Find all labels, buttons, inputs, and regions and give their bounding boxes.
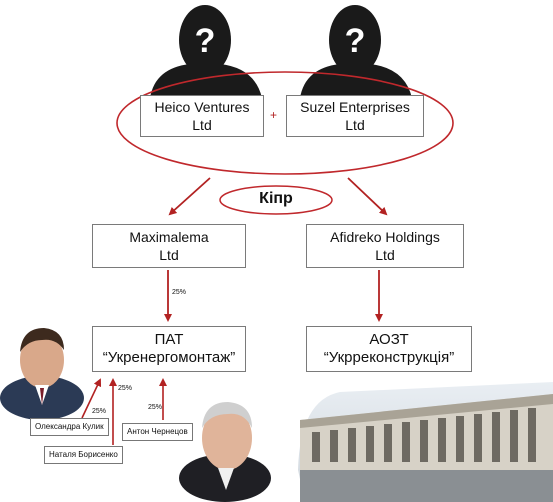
- maximalema-line1: Maximalema: [129, 229, 209, 245]
- arrow-to-maximalema: [168, 177, 211, 216]
- person-photo-right: [179, 402, 271, 502]
- heico-ventures-box: Heico Ventures Ltd: [140, 95, 264, 137]
- heico-line1: Heico Ventures: [154, 99, 250, 115]
- cyprus-ellipse: [219, 185, 333, 215]
- pat-ukrenergomontazh-box: ПАТ “Укренергомонтаж”: [92, 326, 246, 372]
- afidreko-line1: Afidreko Holdings: [330, 229, 440, 245]
- person-kulyk-label: Олександра Кулик: [30, 418, 109, 436]
- person-borysenko-label: Наталя Борисенко: [44, 446, 123, 464]
- share-maximalema-pat: 25%: [172, 289, 187, 296]
- maximalema-box: Maximalema Ltd: [92, 224, 246, 268]
- svg-text:?: ?: [195, 22, 216, 60]
- plus-sign: +: [270, 108, 278, 122]
- offshore-ellipse: [116, 71, 454, 175]
- share-chernetsov: 25%: [148, 404, 163, 411]
- building-photo: [298, 382, 553, 502]
- svg-text:?: ?: [345, 22, 366, 60]
- afidreko-line2: Ltd: [375, 247, 395, 263]
- unknown-owner-1-icon: ?: [150, 5, 262, 98]
- afidreko-box: Afidreko Holdings Ltd: [306, 224, 464, 268]
- aozt-ukrrekonstruktsiya-box: АОЗТ “Укрреконструкція”: [306, 326, 472, 372]
- unknown-owner-2-icon: ?: [300, 5, 412, 98]
- share-kulyk: 25%: [92, 408, 107, 415]
- cyprus-label: Кіпр: [259, 190, 293, 207]
- share-borysenko: 25%: [118, 385, 133, 392]
- suzel-enterprises-box: Suzel Enterprises Ltd: [286, 95, 424, 137]
- arrow-to-afidreko: [347, 177, 388, 216]
- pat-line1: ПАТ: [154, 331, 184, 348]
- person-photo-left: [0, 328, 84, 420]
- suzel-line1: Suzel Enterprises: [300, 99, 410, 115]
- pat-line2: “Укренергомонтаж”: [102, 349, 236, 366]
- arrow-kulyk-to-pat: [81, 378, 102, 419]
- aozt-line2: “Укрреконструкція”: [323, 349, 455, 366]
- heico-line2: Ltd: [192, 117, 212, 133]
- aozt-line1: АОЗТ: [369, 331, 409, 348]
- suzel-line2: Ltd: [345, 117, 365, 133]
- maximalema-line2: Ltd: [159, 247, 179, 263]
- person-chernetsov-label: Антон Чернецов: [122, 423, 193, 441]
